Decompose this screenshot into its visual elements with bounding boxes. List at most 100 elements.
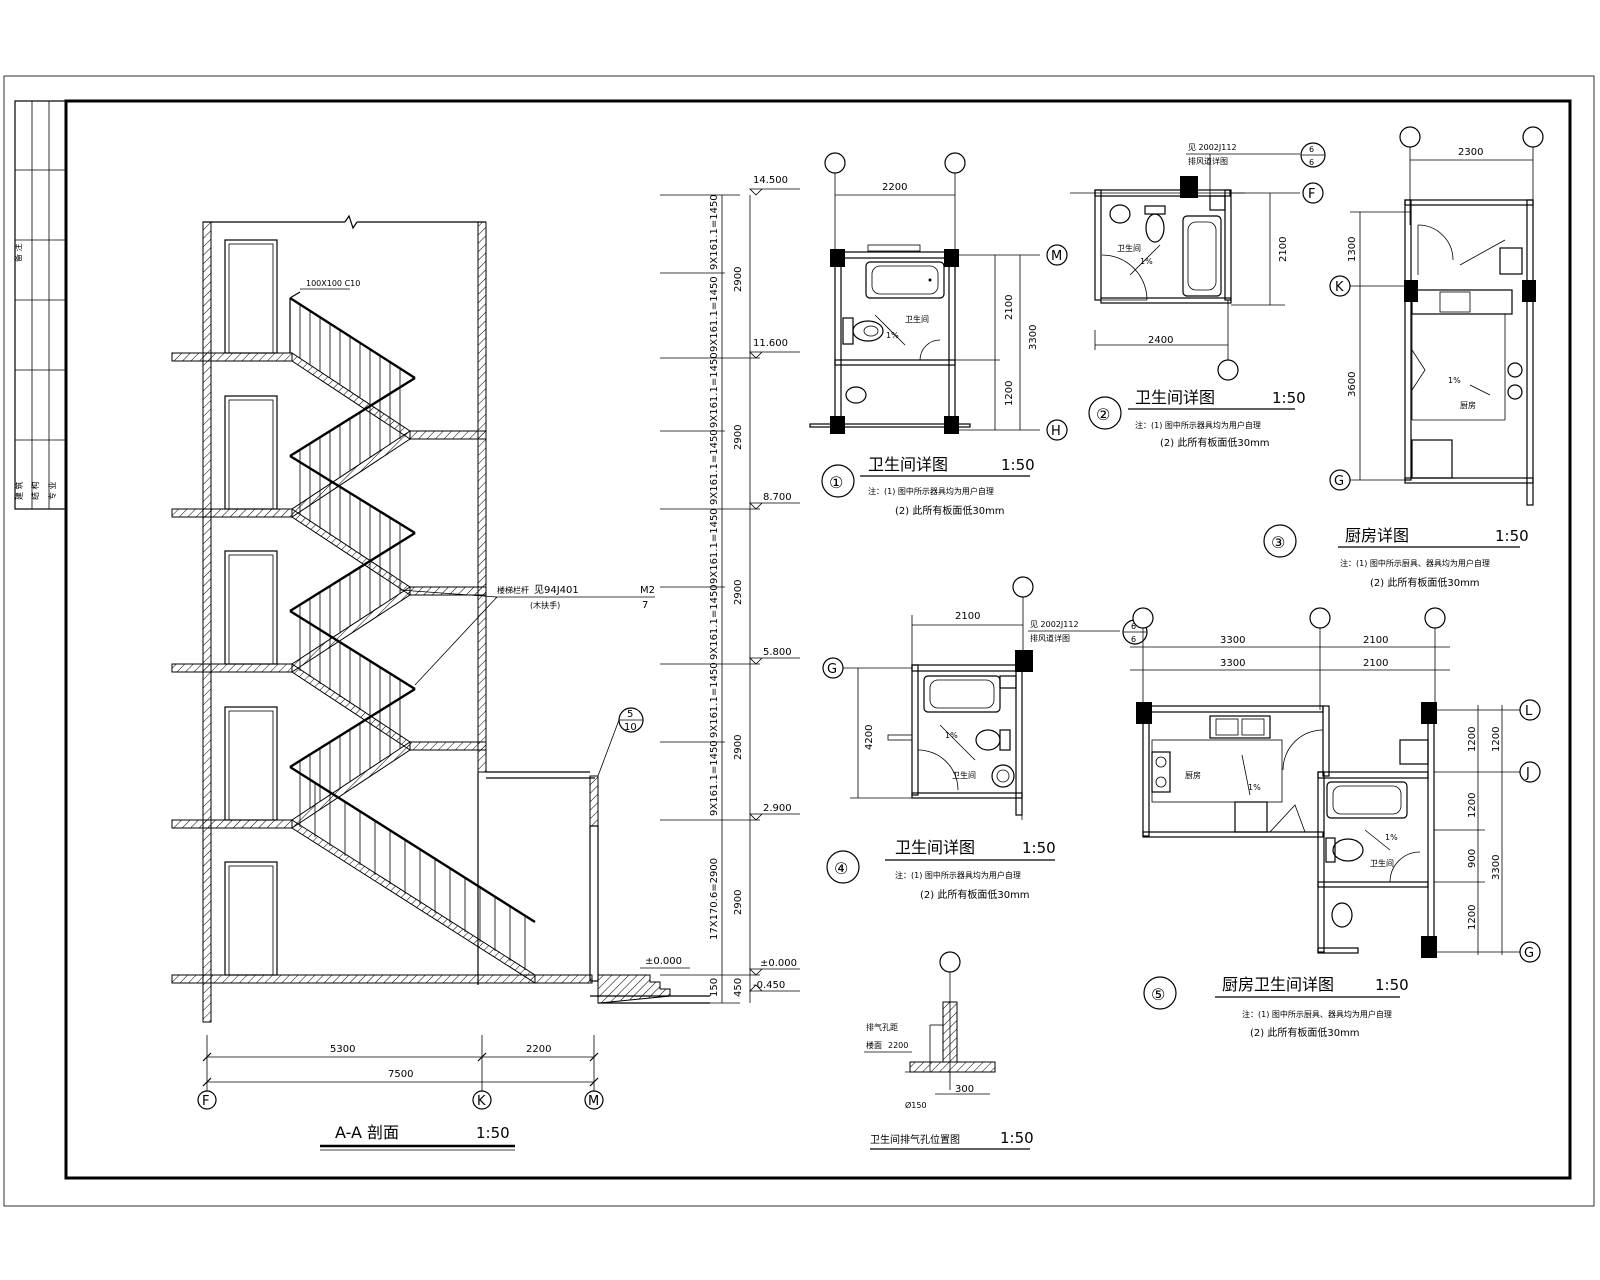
- d4-note: (2) 此所有板面低30mm: [920, 888, 1030, 901]
- base-dim: 450: [733, 978, 744, 997]
- railing-note: 楼梯栏杆: [497, 585, 529, 595]
- d5-room: 厨房: [1185, 770, 1201, 780]
- d4-axis: G: [827, 662, 837, 677]
- title-block-label: 专 业: [47, 481, 57, 500]
- floor-height: 2900: [733, 890, 744, 915]
- handrail-note: 100X100 C10: [306, 279, 360, 288]
- vertical-dimension-chain: 14.500 11.600 8.700 5.800 2.900 ±0.000 -…: [660, 175, 800, 1004]
- d3-dim: 1300: [1347, 237, 1358, 262]
- d2-note: (2) 此所有板面低30mm: [1160, 436, 1270, 449]
- d2-dim: 2100: [1278, 237, 1289, 262]
- axis-label-k: K: [477, 1094, 486, 1109]
- level-label: -0.450: [753, 980, 785, 991]
- flight-dim: 9X161.1=1450: [709, 508, 720, 584]
- d3-title: 厨房详图: [1345, 526, 1409, 545]
- d1-scale: 1:50: [1001, 456, 1035, 474]
- d4-ref-sub: 排风道详图: [1030, 633, 1070, 643]
- d1-axis: M: [1051, 249, 1062, 264]
- detail-2-bathroom: 卫生间 1% 见 2002J112 排风道详图 6 6 F 2100 2400 …: [1070, 142, 1326, 449]
- detail-5-kitchen-bathroom: 3300 2100 3300 2100 厨房 1%: [1130, 607, 1541, 1039]
- d1-dim: 2100: [1004, 295, 1015, 320]
- flight-dim: 17X170.6=2900: [709, 858, 720, 940]
- railing-code: M2: [640, 585, 655, 596]
- d1-title: 卫生间详图: [868, 455, 948, 474]
- d4-ref-num: 6: [1131, 622, 1136, 631]
- flight-dim: 9X161.1=1450: [709, 352, 720, 428]
- section-title: A-A 剖面: [335, 1123, 399, 1142]
- dim-label: 7500: [388, 1069, 413, 1080]
- d2-ref: 见 2002J112: [1188, 143, 1237, 152]
- d2-axis: F: [1308, 187, 1315, 202]
- vent-title: 卫生间排气孔位置图: [870, 1133, 960, 1146]
- d2-room: 卫生间: [1117, 243, 1141, 253]
- floor-height: 2900: [733, 425, 744, 450]
- vent-hole-detail: 排气孔距 楼面 2200 300 Ø150 卫生间排气孔位置图 1:50: [864, 951, 1034, 1150]
- d4-dim: 2100: [955, 611, 980, 622]
- vent-dim: 300: [955, 1084, 974, 1095]
- title-block-label: 备 注: [13, 243, 23, 262]
- d1-dim: 2200: [882, 182, 907, 193]
- d5-scale: 1:50: [1375, 976, 1409, 994]
- axis-label-f: F: [202, 1094, 209, 1109]
- inner-border: [64, 99, 1572, 1180]
- d4-title: 卫生间详图: [895, 838, 975, 857]
- d3-note: 注：(1) 图中所示厨具、器具均为用户自理: [1340, 558, 1490, 568]
- d1-num: ①: [829, 473, 843, 492]
- detail-ref-sheet: 10: [624, 722, 637, 733]
- floor-height: 2900: [733, 267, 744, 292]
- d3-axis: G: [1334, 474, 1344, 489]
- d2-slope: 1%: [1140, 257, 1153, 266]
- d5-dim: 2100: [1363, 635, 1388, 646]
- d3-num: ③: [1271, 533, 1285, 552]
- flight-dim: 9X161.1=1450: [709, 740, 720, 816]
- d5-dim: 3300: [1220, 658, 1245, 669]
- d2-title: 卫生间详图: [1135, 388, 1215, 407]
- d4-scale: 1:50: [1022, 839, 1056, 857]
- d5-num: ⑤: [1151, 985, 1165, 1004]
- d5-dim: 1200: [1467, 905, 1478, 930]
- d3-dim: 2300: [1458, 147, 1483, 158]
- d1-note: 注：(1) 图中所示器具均为用户自理: [868, 486, 994, 496]
- level-label: ±0.000: [760, 958, 797, 969]
- vent-value: 2200: [888, 1041, 908, 1050]
- d3-note: (2) 此所有板面低30mm: [1370, 576, 1480, 589]
- railing-ref: 见94J401: [534, 584, 579, 596]
- title-block: 备 注 建 筑 结 构 专 业: [13, 100, 67, 510]
- d5-axis: G: [1524, 946, 1534, 961]
- bottom-dimensions: 5300 2200 7500: [202, 1035, 599, 1093]
- handrail-material: (木扶手): [530, 600, 560, 610]
- dim-label: 2200: [526, 1044, 551, 1055]
- level-label: 8.700: [763, 492, 792, 503]
- flight-dim: 9X161.1=1450: [709, 429, 720, 505]
- d2-ref-sheet: 6: [1309, 158, 1314, 167]
- d1-room: 卫生间: [905, 314, 929, 324]
- d5-room: 卫生间: [1370, 858, 1394, 868]
- d5-dim: 2100: [1363, 658, 1388, 669]
- floor-height: 2900: [733, 580, 744, 605]
- dim-label: 5300: [330, 1044, 355, 1055]
- d1-dim: 1200: [1004, 381, 1015, 406]
- entrance-level-label: ±0.000: [645, 956, 682, 967]
- detail-ref-num: 5: [627, 709, 633, 720]
- d4-ref: 见 2002J112: [1030, 620, 1079, 629]
- d1-slope: 1%: [886, 331, 899, 340]
- section-scale: 1:50: [476, 1124, 510, 1142]
- d3-scale: 1:50: [1495, 527, 1529, 545]
- d2-ref-sub: 排风道详图: [1188, 156, 1228, 166]
- d5-dim: 900: [1467, 849, 1478, 868]
- d4-num: ④: [834, 859, 848, 878]
- d2-scale: 1:50: [1272, 389, 1306, 407]
- d5-note: 注：(1) 图中所示厨具、器具均为用户自理: [1242, 1009, 1392, 1019]
- d5-dim: 1200: [1491, 727, 1502, 752]
- d5-axis: L: [1525, 704, 1533, 719]
- outer-border: [3, 75, 1595, 1207]
- detail-4-bathroom: 2100 1% 卫生间 见 2002J112 排风道详图 6 6 G 4200: [822, 576, 1148, 901]
- d5-dim: 1200: [1467, 727, 1478, 752]
- title-block-label: 建 筑: [14, 481, 24, 500]
- d4-slope: 1%: [945, 731, 958, 740]
- level-label: 14.500: [753, 175, 788, 186]
- d1-axis: H: [1051, 424, 1061, 439]
- d2-note: 注：(1) 图中所示器具均为用户自理: [1135, 420, 1261, 430]
- level-label: 2.900: [763, 803, 792, 814]
